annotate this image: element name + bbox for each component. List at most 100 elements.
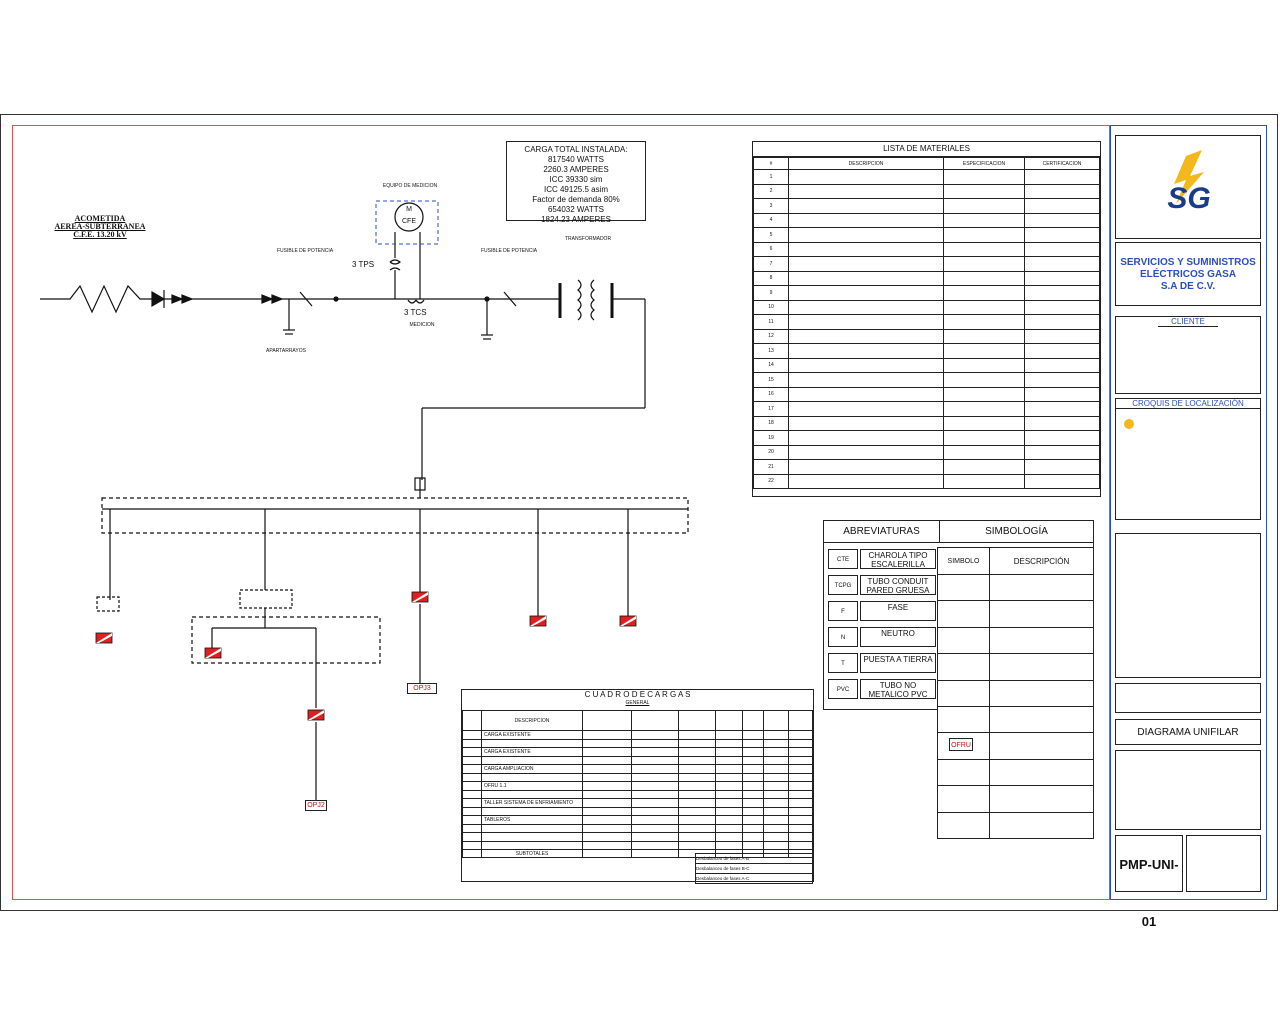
cuadro-cargas-panel: C U A D R O D E C A R G A S GENERAL DESC… <box>461 689 814 884</box>
table-row: 1 <box>753 169 1100 185</box>
table-cell <box>763 755 789 765</box>
table-cell <box>631 798 679 808</box>
col-header: ESPECIFICACION <box>943 157 1025 170</box>
location-marker-icon <box>1124 419 1134 429</box>
table-cell <box>763 798 789 808</box>
table-cell <box>742 823 764 833</box>
table-cell <box>678 764 716 774</box>
table-cell <box>582 832 632 842</box>
table-row: 11 <box>753 314 1100 330</box>
table-cell <box>1024 285 1100 301</box>
abreviaturas-title: ABREVIATURAS <box>824 521 940 543</box>
table-cell <box>763 840 789 850</box>
table-cell <box>631 764 679 774</box>
apartarrayos-label: APARTARRAYOS <box>266 348 306 354</box>
carga-total-line: ICC 49125.5 asim <box>543 185 609 194</box>
table-cell <box>715 772 743 782</box>
table-row <box>462 755 813 765</box>
table-row: 17 <box>753 401 1100 417</box>
table-cell <box>788 314 944 330</box>
table-row: 4 <box>753 212 1100 228</box>
desbalanceo-bc: Desbalanceo de fases B-C <box>695 864 813 874</box>
table-cell <box>788 430 944 446</box>
table-cell <box>943 198 1025 214</box>
table-cell <box>462 738 482 748</box>
table-row: OFRU 1.1 <box>462 781 813 791</box>
table-cell <box>678 789 716 799</box>
symbol-icon <box>938 680 990 706</box>
table-row: TALLER SISTEMA DE ENFRIAMIENTO <box>462 798 813 808</box>
table-cell <box>788 781 813 791</box>
table-cell <box>678 755 716 765</box>
drawing-sheet <box>0 114 1278 911</box>
table-cell <box>631 789 679 799</box>
table-cell <box>1024 198 1100 214</box>
abreviatura-code: T <box>828 653 858 673</box>
company-name: SERVICIOS Y SUMINISTROS ELÉCTRICOS GASA … <box>1115 242 1261 306</box>
table-cell <box>943 444 1025 460</box>
acometida-line3: C.F.E. 13.20 kV <box>73 230 127 239</box>
table-cell <box>1024 473 1100 489</box>
table-cell <box>788 299 944 315</box>
table-cell <box>678 747 716 757</box>
abreviatura-text: TUBO NO METALICO PVC <box>860 679 936 699</box>
carga-total-line: 2260.3 AMPERES <box>543 165 609 174</box>
row-number: 5 <box>753 227 789 243</box>
diagrama-unifilar-title: DIAGRAMA UNIFILAR <box>1115 719 1261 745</box>
subtotal-label: SUBTOTALES <box>481 849 583 858</box>
table-row: 14 <box>753 357 1100 373</box>
table-cell <box>788 343 944 359</box>
table-cell <box>1024 430 1100 446</box>
table-cell <box>582 755 632 765</box>
table-row: 13 <box>753 343 1100 359</box>
table-cell <box>1024 227 1100 243</box>
row-number: 20 <box>753 444 789 460</box>
table-cell <box>678 730 716 740</box>
table-cell <box>481 772 583 782</box>
row-number: 22 <box>753 473 789 489</box>
table-cell <box>481 755 583 765</box>
table-cell <box>742 781 764 791</box>
table-cell <box>788 815 813 825</box>
table-cell <box>462 789 482 799</box>
table-row: CARGA EXISTENTE <box>462 730 813 740</box>
table-cell <box>788 183 944 199</box>
title-block <box>1110 125 1267 900</box>
table-cell <box>1024 314 1100 330</box>
table-cell <box>631 806 679 816</box>
table-cell <box>481 738 583 748</box>
table-cell <box>788 169 944 185</box>
table-cell <box>943 227 1025 243</box>
table-cell <box>631 781 679 791</box>
company-logo: SG <box>1167 150 1211 215</box>
simbologia-row <box>938 601 1093 628</box>
tcs-label: 3 TCS <box>404 308 427 317</box>
ofru-symbol: OFRU <box>949 738 973 751</box>
row-number: 19 <box>753 430 789 446</box>
table-cell <box>943 285 1025 301</box>
simbologia-row <box>938 680 1093 707</box>
table-row: 3 <box>753 198 1100 214</box>
table-cell <box>1024 299 1100 315</box>
row-number: 7 <box>753 256 789 272</box>
table-cell <box>678 832 716 842</box>
equipo-medicion-label: EQUIPO DE MEDICION <box>382 183 438 189</box>
table-cell <box>1024 372 1100 388</box>
table-cell <box>715 789 743 799</box>
table-cell <box>715 823 743 833</box>
table-cell <box>943 241 1025 257</box>
table-cell <box>582 840 632 850</box>
table-row <box>462 840 813 850</box>
table-row: 20 <box>753 444 1100 460</box>
table-cell <box>943 473 1025 489</box>
carga-total-box: CARGA TOTAL INSTALADA: 817540 WATTS 2260… <box>506 141 646 224</box>
symbol-icon <box>938 812 990 838</box>
table-cell <box>763 730 789 740</box>
table-cell <box>788 227 944 243</box>
meter-m: M <box>406 206 412 213</box>
col-header: DESCRIPCION <box>788 157 944 170</box>
symbol-icon <box>938 601 990 627</box>
simbologia-col-simbolo: SIMBOLO <box>938 548 990 575</box>
